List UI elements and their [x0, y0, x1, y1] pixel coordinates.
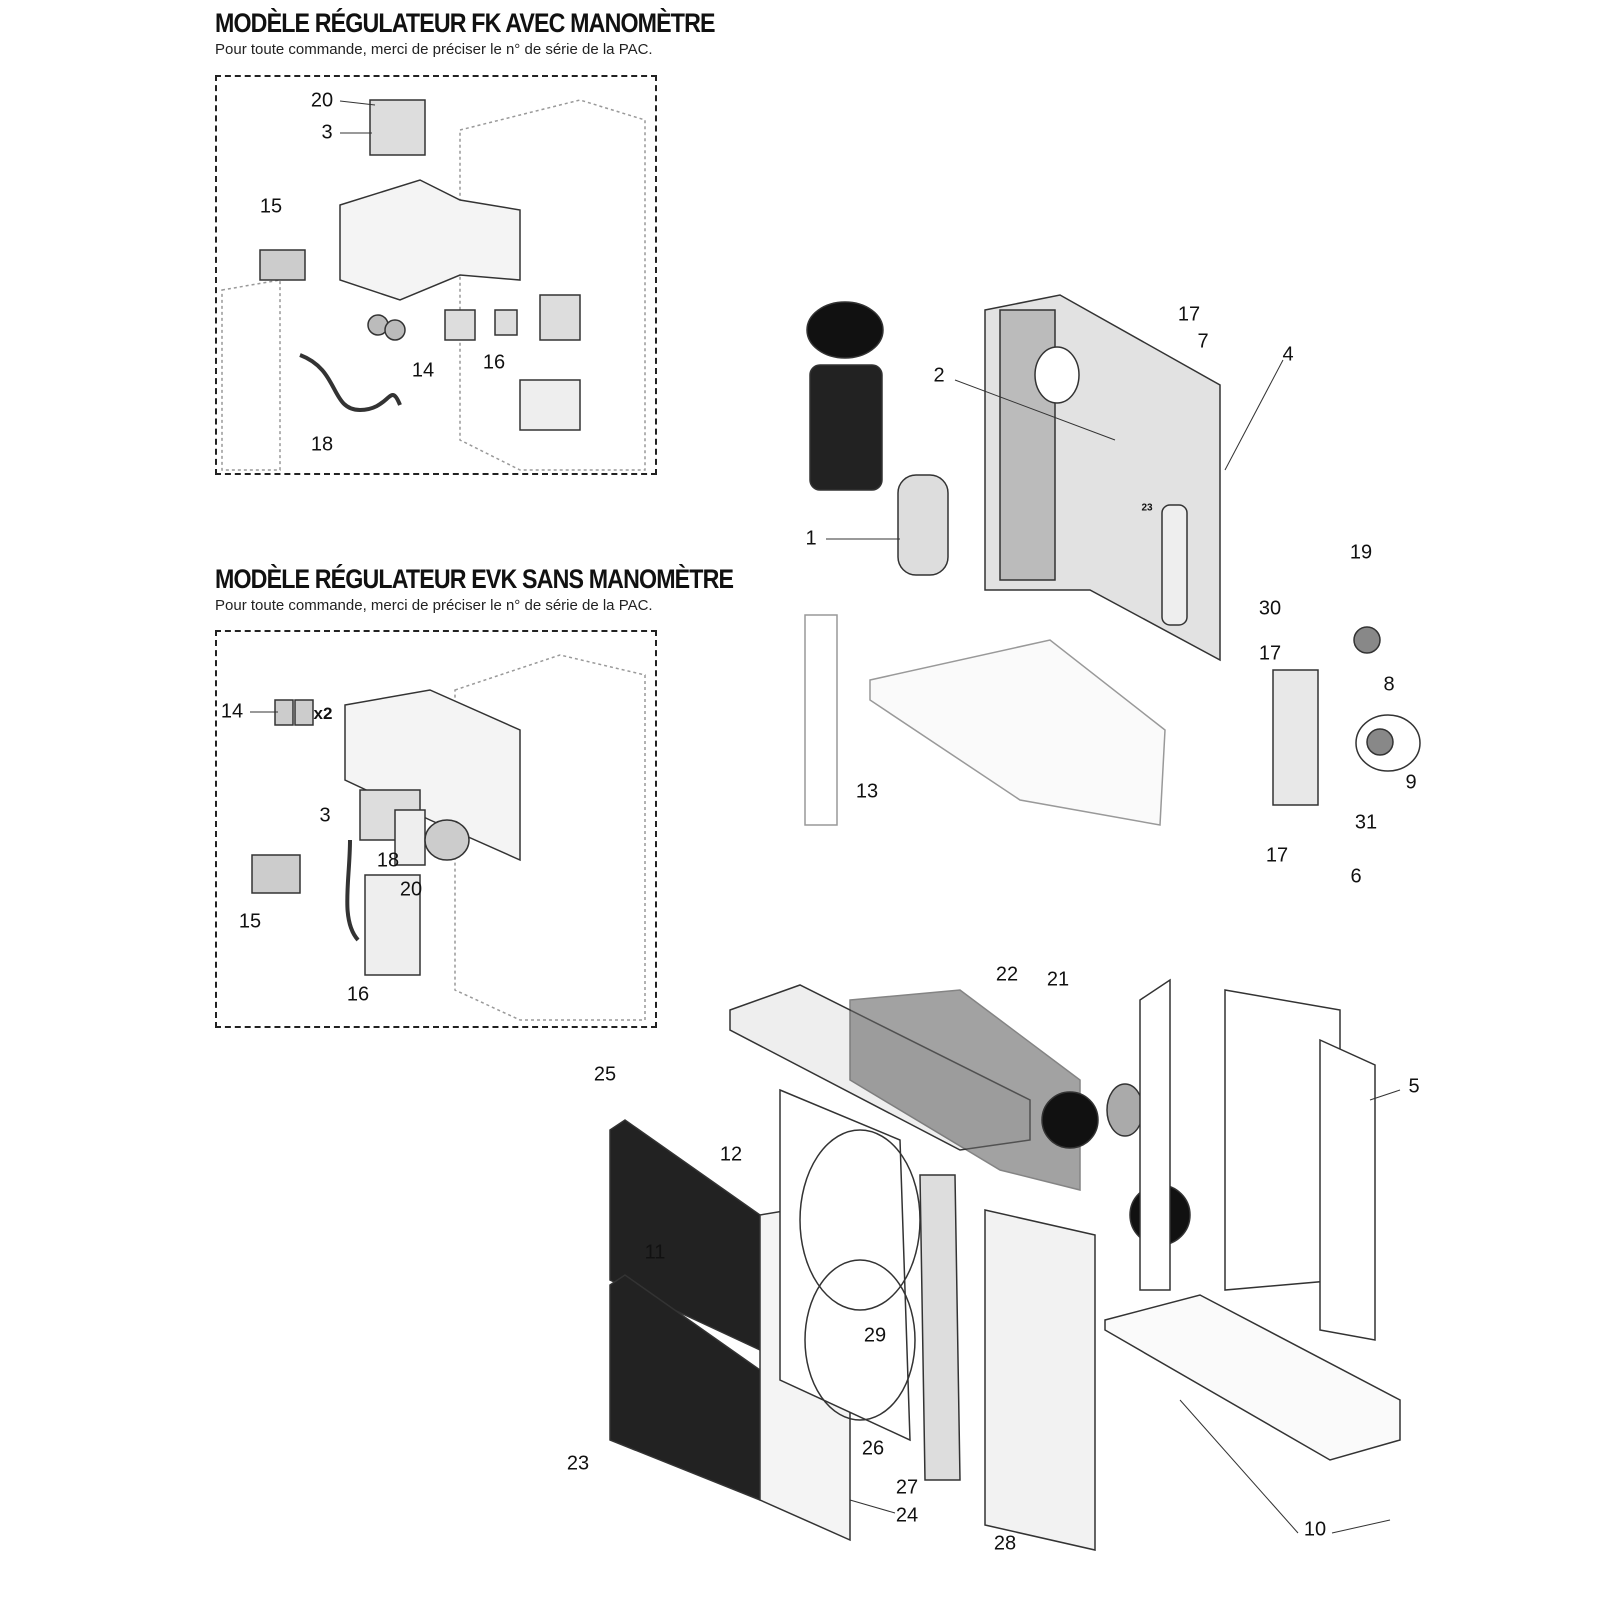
part-callout: 20 — [399, 878, 423, 901]
fk-section-title: MODÈLE RÉGULATEUR FK AVEC MANOMÈTRE — [215, 8, 716, 38]
part-callout: 12 — [719, 1143, 743, 1166]
part-callout: 18 — [376, 849, 400, 872]
evk-detail-box — [215, 630, 657, 1028]
quantity-callout: x2 — [313, 704, 333, 723]
casing-assembly — [609, 978, 1401, 1551]
part-callout: 5 — [1408, 1075, 1420, 1098]
evk-parts — [251, 654, 646, 1021]
part-callout: 3 — [321, 121, 333, 144]
part-callout: 14 — [220, 700, 244, 723]
part-callout: 22 — [995, 963, 1019, 986]
part-callout: 4 — [1282, 343, 1294, 366]
fk-parts — [221, 99, 646, 471]
part-callout: 16 — [482, 351, 506, 374]
part-callout: 3 — [319, 804, 331, 827]
fk-detail-box — [215, 75, 657, 475]
part-callout: 17 — [1177, 303, 1201, 326]
part-callout: 18 — [310, 433, 334, 456]
part-callout: 31 — [1354, 811, 1378, 834]
evk-section-title: MODÈLE RÉGULATEUR EVK SANS MANOMÈTRE — [215, 564, 734, 594]
part-callout: 8 — [1383, 673, 1395, 696]
part-callout: 7 — [1197, 330, 1209, 353]
fk-section-subtitle: Pour toute commande, merci de préciser l… — [215, 41, 653, 58]
evk-section-subtitle: Pour toute commande, merci de préciser l… — [215, 597, 653, 614]
part-callout: 9 — [1405, 771, 1417, 794]
part-callout: 16 — [346, 983, 370, 1006]
part-callout: 2 — [933, 364, 945, 387]
part-callout: 23 — [566, 1452, 590, 1475]
part-callout: 24 — [895, 1504, 919, 1527]
leader-lines — [250, 100, 1401, 1534]
part-callout: 19 — [1349, 541, 1373, 564]
part-callout: 1 — [805, 527, 817, 550]
part-callout: 30 — [1258, 597, 1282, 620]
part-callout: 17 — [1258, 642, 1282, 665]
part-callout: 23 — [1141, 502, 1153, 514]
heat-exchanger-assembly — [804, 294, 1421, 826]
part-callout: 20 — [310, 89, 334, 112]
part-callout: 11 — [644, 1241, 666, 1264]
part-callout: 15 — [259, 195, 283, 218]
part-callout: 21 — [1046, 968, 1070, 991]
part-callout: 27 — [895, 1476, 919, 1499]
part-callout: 6 — [1350, 865, 1362, 888]
part-callout: 29 — [863, 1324, 887, 1347]
part-callout: 25 — [593, 1063, 617, 1086]
part-callout: 17 — [1265, 844, 1289, 867]
part-callout: 13 — [855, 780, 879, 803]
part-callout: 15 — [238, 910, 262, 933]
part-callout: 14 — [411, 359, 435, 382]
part-callout: 10 — [1303, 1518, 1327, 1541]
part-callout: 26 — [861, 1437, 885, 1460]
part-callout: 28 — [993, 1532, 1017, 1555]
